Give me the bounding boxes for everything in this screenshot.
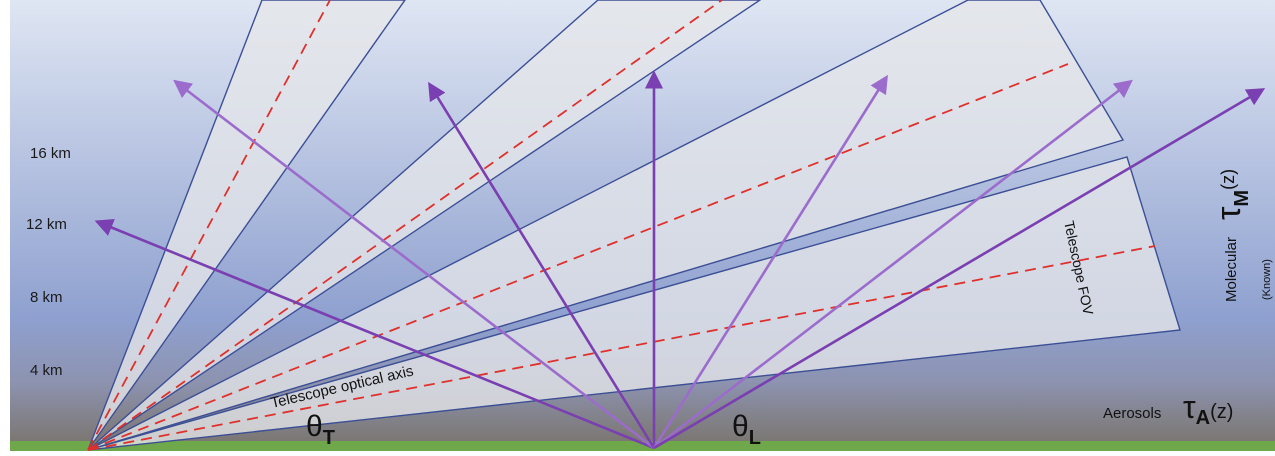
ground-strip [10,441,1275,451]
fov-wedge-2 [87,0,762,451]
laser-beam-1 [94,219,655,450]
altitude-label-4km: 4 km [30,362,63,379]
telescope-optical-axes [87,0,1156,451]
optical-axis-2 [87,0,723,451]
laser-beam-2 [173,79,655,450]
molecular-tau: τM(z) [1210,169,1253,220]
laser-beam-3 [428,81,656,449]
altitude-label-16km: 16 km [30,145,71,162]
fov-wedge-4 [87,156,1181,451]
laser-beams [94,70,1266,450]
aerosols-tau: τA(z) [1183,389,1233,429]
molecular-label: Molecular τM(z) [1210,169,1253,302]
laser-beam-6 [653,79,1133,450]
theta-laser-label: θL [732,410,761,449]
molecular-text: Molecular [1223,237,1240,302]
aerosols-text: Aerosols [1103,405,1161,422]
optical-axis-1 [87,0,331,451]
fov-wedge-1 [87,0,406,451]
altitude-label-12km: 12 km [26,216,67,233]
laser-beam-7 [653,88,1266,450]
theta-telescope-label: θT [306,410,335,449]
optical-axis-3 [87,63,1069,451]
laser-beam-5 [652,74,888,449]
molecular-known-note: (Known) [1261,259,1273,300]
altitude-label-8km: 8 km [30,289,63,306]
optical-axis-4 [87,245,1156,451]
